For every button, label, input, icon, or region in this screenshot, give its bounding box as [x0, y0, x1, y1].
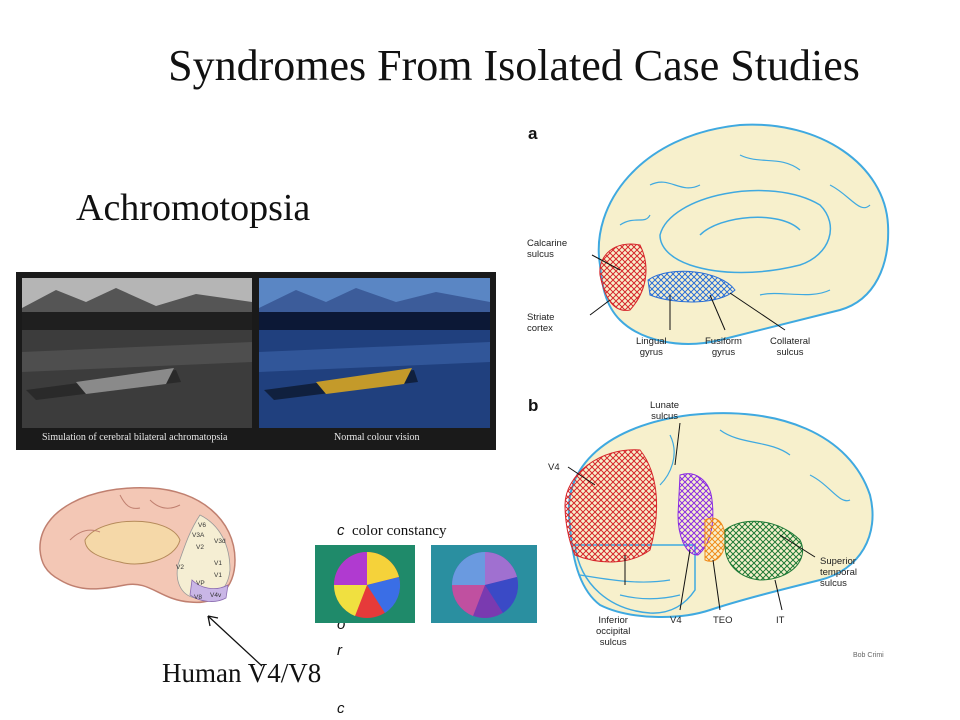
small-label-v4v: V4v	[210, 592, 222, 599]
slide-title: Syndromes From Isolated Case Studies	[168, 41, 860, 90]
color-constancy-balls	[315, 545, 537, 623]
label-superior-temporal-sulcus: Superior temporal sulcus	[820, 556, 857, 589]
human-brain-svg	[39, 487, 236, 604]
normal-vision-photo	[259, 278, 490, 428]
figure-a-letter: a	[528, 124, 538, 143]
small-label-v1-bottom: V1	[214, 572, 222, 579]
photo-caption-right: Normal colour vision	[334, 432, 420, 443]
lake-photos-svg	[22, 278, 490, 428]
label-teo: TEO	[713, 615, 733, 626]
vertical-letter-r: r	[337, 642, 342, 659]
color-constancy-label: color constancy	[352, 523, 447, 539]
small-label-v2-bottom: V2	[176, 564, 184, 571]
small-label-v1-top: V1	[214, 560, 222, 567]
human-brain-figure: V6 V3A V3d V2 V2 V1 V1 VP V8 V4v	[30, 480, 250, 610]
figure-b-letter: b	[528, 396, 539, 415]
v4-pointer-arrow	[207, 615, 263, 667]
human-v4-v8-label: Human V4/V8	[162, 658, 322, 688]
label-inferior-occipital-sulcus: Inferior occipital sulcus	[596, 615, 631, 648]
label-lunate-sulcus: Lunate sulcus	[650, 400, 680, 422]
lake-photo-comparison: Simulation of cerebral bilateral achroma…	[16, 272, 496, 450]
ball-right	[451, 552, 519, 618]
illustration-credit: Bob Crimi	[853, 652, 884, 659]
label-lingual-gyrus: Lingual gyrus	[636, 336, 667, 358]
small-label-v2-top: V2	[196, 544, 204, 551]
label-v4-bottom: V4	[670, 615, 682, 626]
medial-brain-diagram	[589, 123, 890, 345]
small-label-v8: V8	[194, 594, 202, 601]
ball-left	[333, 552, 401, 618]
small-label-v3a: V3A	[192, 532, 205, 539]
lateral-brain-diagram	[564, 412, 874, 618]
small-label-v3d: V3d	[214, 538, 226, 545]
label-fusiform-gyrus: Fusiform gyrus	[705, 336, 742, 358]
small-label-vp: VP	[196, 580, 205, 587]
vertical-letter-o2: o	[337, 616, 346, 633]
label-collateral-sulcus: Collateral sulcus	[770, 336, 811, 358]
label-striate-cortex: Striate cortex	[527, 312, 555, 334]
achromatopsia-photo	[22, 278, 252, 428]
small-label-v6: V6	[198, 522, 206, 529]
vertical-letter-c2: c	[337, 700, 345, 717]
label-it: IT	[776, 615, 785, 626]
label-calcarine-sulcus: Calcarine sulcus	[527, 238, 568, 260]
vertical-letter-c1: c	[337, 522, 345, 539]
slide-subtitle: Achromotopsia	[76, 187, 311, 229]
photo-caption-left: Simulation of cerebral bilateral achroma…	[42, 432, 228, 443]
label-v4-top: V4	[548, 462, 560, 473]
